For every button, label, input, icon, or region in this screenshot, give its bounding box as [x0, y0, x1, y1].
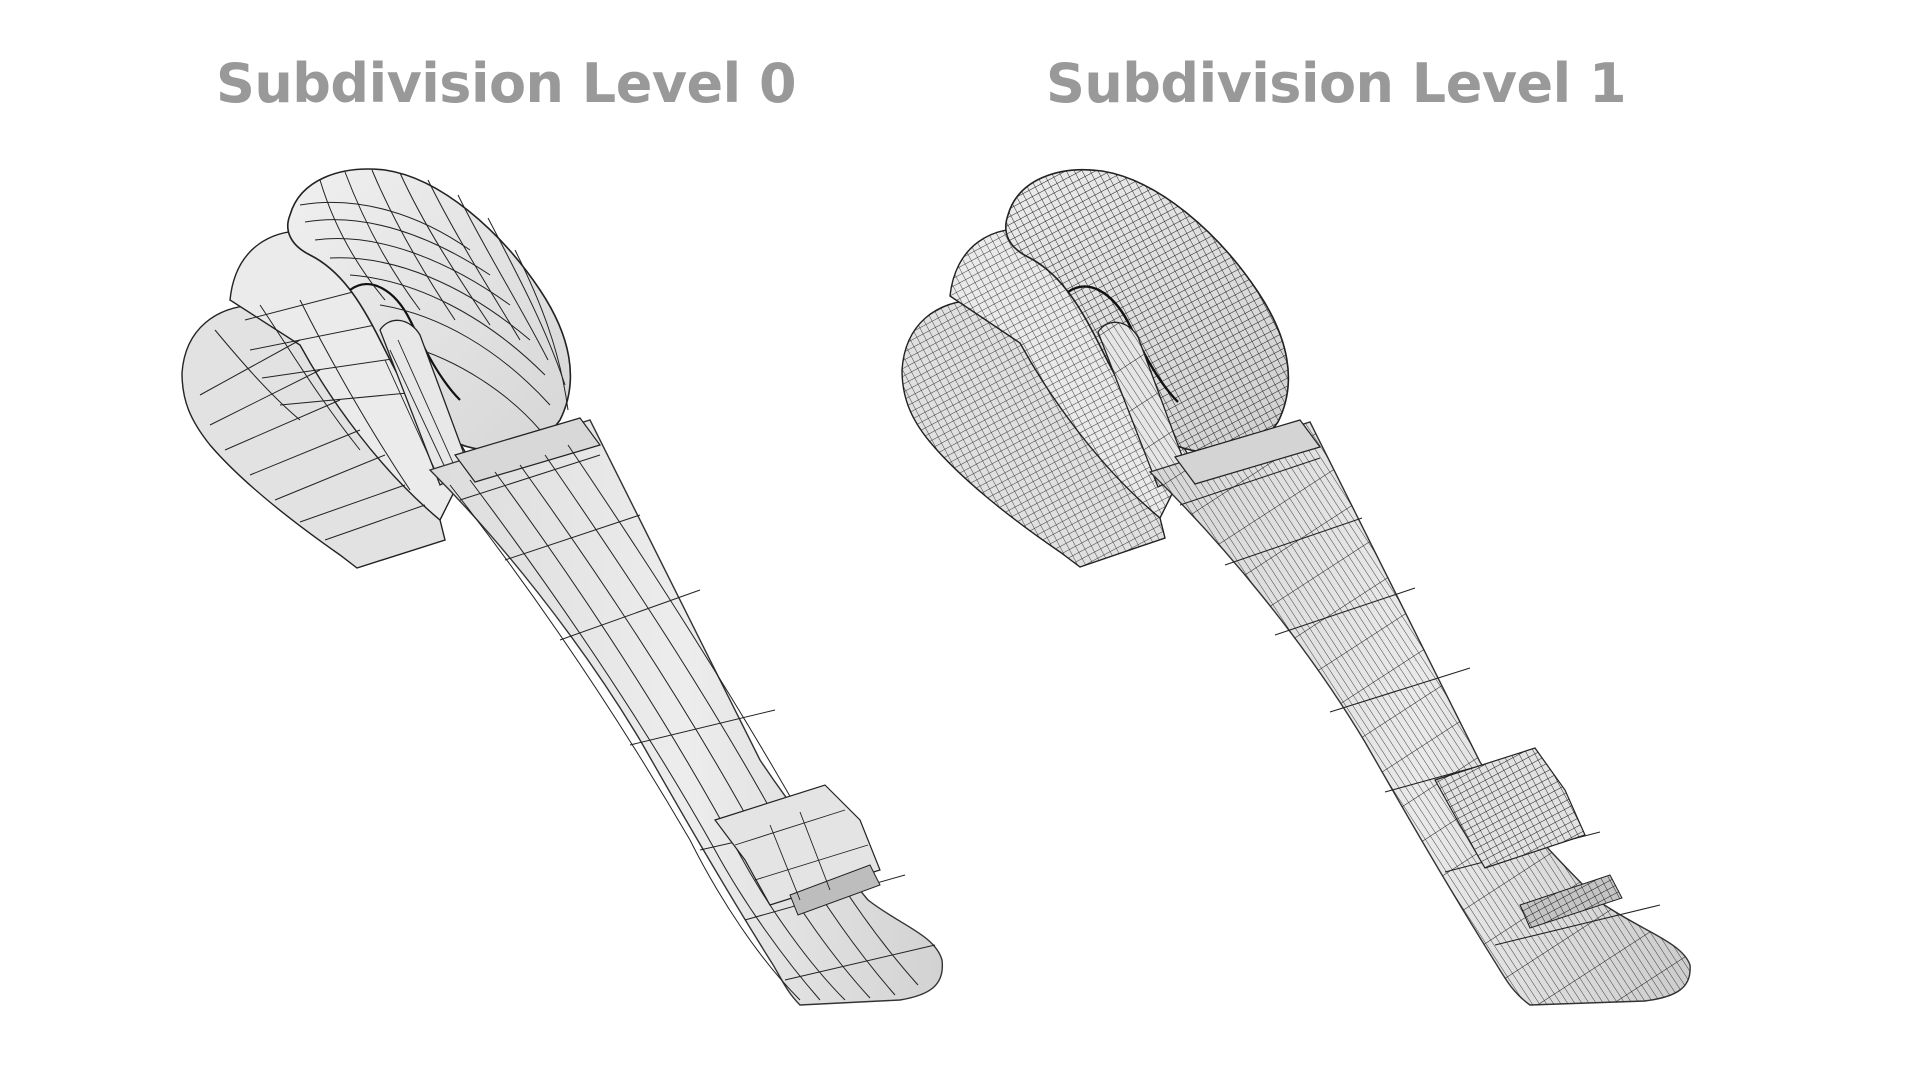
heading-subdivision-level-1: Subdivision Level 1 [1045, 52, 1627, 115]
pull-ring-level-1 [1004, 168, 1290, 488]
pull-tab-body-level-1 [1148, 419, 1691, 1006]
pull-ring-level-0 [286, 168, 572, 486]
slider-base-level-1 [901, 228, 1191, 568]
heading-subdivision-level-0: Subdivision Level 0 [215, 52, 797, 115]
slider-base-level-0 [181, 230, 471, 569]
pull-tab-body-level-0 [428, 417, 944, 1006]
